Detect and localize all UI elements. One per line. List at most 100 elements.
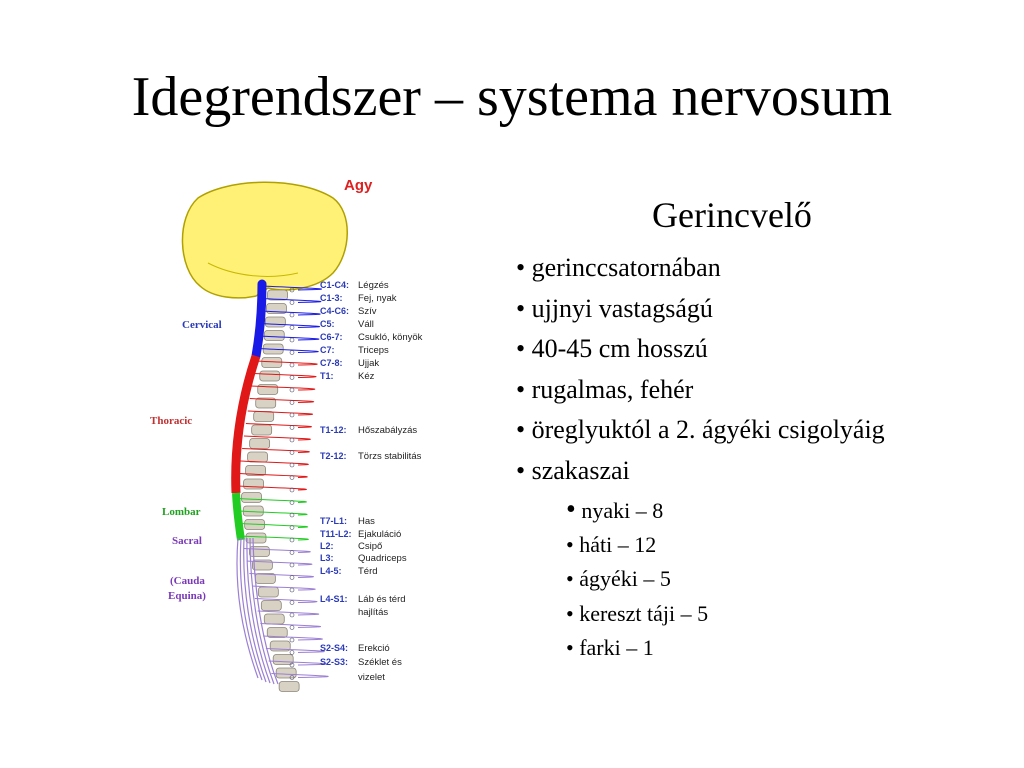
segment-text: nyaki – 8 <box>575 498 664 523</box>
nerve-marker <box>289 287 295 293</box>
segment-text: kereszt táji – 5 <box>573 600 709 626</box>
section-subtitle: Gerincvelő <box>652 195 812 235</box>
nerve-marker <box>289 462 295 468</box>
level-function: Csukló, könyök <box>358 332 423 343</box>
nerve-root <box>271 673 329 678</box>
segment-text: ágyéki – 5 <box>573 566 671 592</box>
nerve-root <box>265 648 325 653</box>
nerve-marker <box>289 325 295 330</box>
level-code: L3: <box>320 553 334 563</box>
vertebra <box>266 627 288 638</box>
level-function: Erekció <box>358 643 390 654</box>
nerve-marker <box>289 437 295 443</box>
vertebra <box>275 667 297 679</box>
nerve-root <box>240 535 309 541</box>
segment-item: • kereszt táji – 5 <box>566 597 708 631</box>
vertebra <box>245 465 266 476</box>
level-code: C1-3: <box>320 293 343 303</box>
nerve-marker <box>289 500 295 505</box>
level-function: Has <box>358 516 375 527</box>
level-code: S2-S4: <box>320 643 348 653</box>
nerve-marker <box>289 425 295 430</box>
nerve-root <box>261 285 322 291</box>
nerve-root <box>252 585 316 591</box>
vertebra <box>241 492 262 503</box>
segment-list: • nyaki – 8 • háti – 12 • ágyéki – 5 • k… <box>566 493 708 665</box>
nerve-root <box>263 635 323 641</box>
level-function: Hőszabályzás <box>358 425 417 436</box>
level-function: Ujjak <box>358 358 379 369</box>
level-function: Szív <box>358 306 377 317</box>
nerve-marker <box>289 675 295 680</box>
nerve-marker <box>289 312 295 318</box>
vertebra <box>247 451 268 463</box>
level-function: Csipő <box>358 541 382 552</box>
nerve-marker <box>289 625 295 630</box>
level-code: L4-S1: <box>320 594 348 604</box>
level-code: L2: <box>320 541 334 551</box>
nerve-marker <box>289 350 295 355</box>
vertebra <box>267 289 288 301</box>
level-code: S2-S3: <box>320 657 348 667</box>
nerve-marker <box>289 412 295 418</box>
level-function: Kéz <box>358 371 375 382</box>
level-function: Térd <box>358 566 378 577</box>
vertebra <box>259 370 281 382</box>
segment-item: • ágyéki – 5 <box>566 562 708 596</box>
bullet: • <box>566 532 574 558</box>
vertebra <box>263 613 285 625</box>
nerve-root <box>247 410 314 416</box>
fact-list: • gerinccsatornában • ujjnyi vastagságú … <box>516 248 885 491</box>
brain-label: Agy <box>344 177 373 194</box>
segment-item: • farki – 1 <box>566 631 708 665</box>
region-cauda: (Cauda <box>170 575 205 587</box>
segment-text: farki – 1 <box>573 634 654 660</box>
nerve-marker <box>289 512 295 518</box>
level-code: C7: <box>320 345 335 355</box>
level-code: T11-L2: <box>320 529 352 539</box>
nerve-marker <box>289 475 295 480</box>
cauda-equina <box>236 537 279 685</box>
level-function: vizelet <box>358 672 385 683</box>
nerve-root <box>257 335 320 341</box>
nerve-marker <box>289 575 295 580</box>
vertebra <box>249 546 270 557</box>
nerve-marker <box>289 550 295 555</box>
vertebra <box>255 397 277 409</box>
nerve-root <box>239 523 309 528</box>
bullet: • <box>566 634 574 660</box>
region-cervical: Cervical <box>182 319 222 331</box>
nerve-root <box>237 510 308 516</box>
bullet: • <box>566 566 574 592</box>
level-function: Láb és térd <box>358 594 406 605</box>
spinal-cord-figure: Agy Cervical Thoracic Lombar Sacral (Cau… <box>138 168 470 713</box>
nerve-root <box>249 573 314 578</box>
nerve-marker <box>289 525 295 530</box>
nerve-roots <box>236 285 329 680</box>
level-code: T1-12: <box>320 425 347 435</box>
level-code: C1-C4: <box>320 280 349 290</box>
region-sacral: Sacral <box>172 535 202 547</box>
lumbar-cord <box>232 492 245 541</box>
fact-item: • 40-45 cm hosszú <box>516 334 708 363</box>
bullet: • <box>566 494 576 525</box>
vertebra <box>253 411 275 422</box>
level-code: T2-12: <box>320 451 347 461</box>
nerve-marker <box>289 387 295 393</box>
level-function: Quadriceps <box>358 553 407 564</box>
nerve-root <box>254 598 318 603</box>
nerve-marker <box>289 300 295 305</box>
level-code: C7-8: <box>320 358 343 368</box>
nerve-root <box>259 310 321 316</box>
nerve-marker <box>289 662 295 668</box>
level-function: Széklet és <box>358 657 402 668</box>
vertebra <box>266 303 287 314</box>
level-code: C5: <box>320 319 335 329</box>
vertebra <box>249 438 271 449</box>
nerve-root <box>268 660 327 666</box>
vertebra <box>251 424 273 436</box>
nerve-root <box>260 298 322 303</box>
nerve-root <box>242 448 310 453</box>
nerve-marker <box>289 612 295 618</box>
region-lumbar: Lombar <box>162 506 201 518</box>
